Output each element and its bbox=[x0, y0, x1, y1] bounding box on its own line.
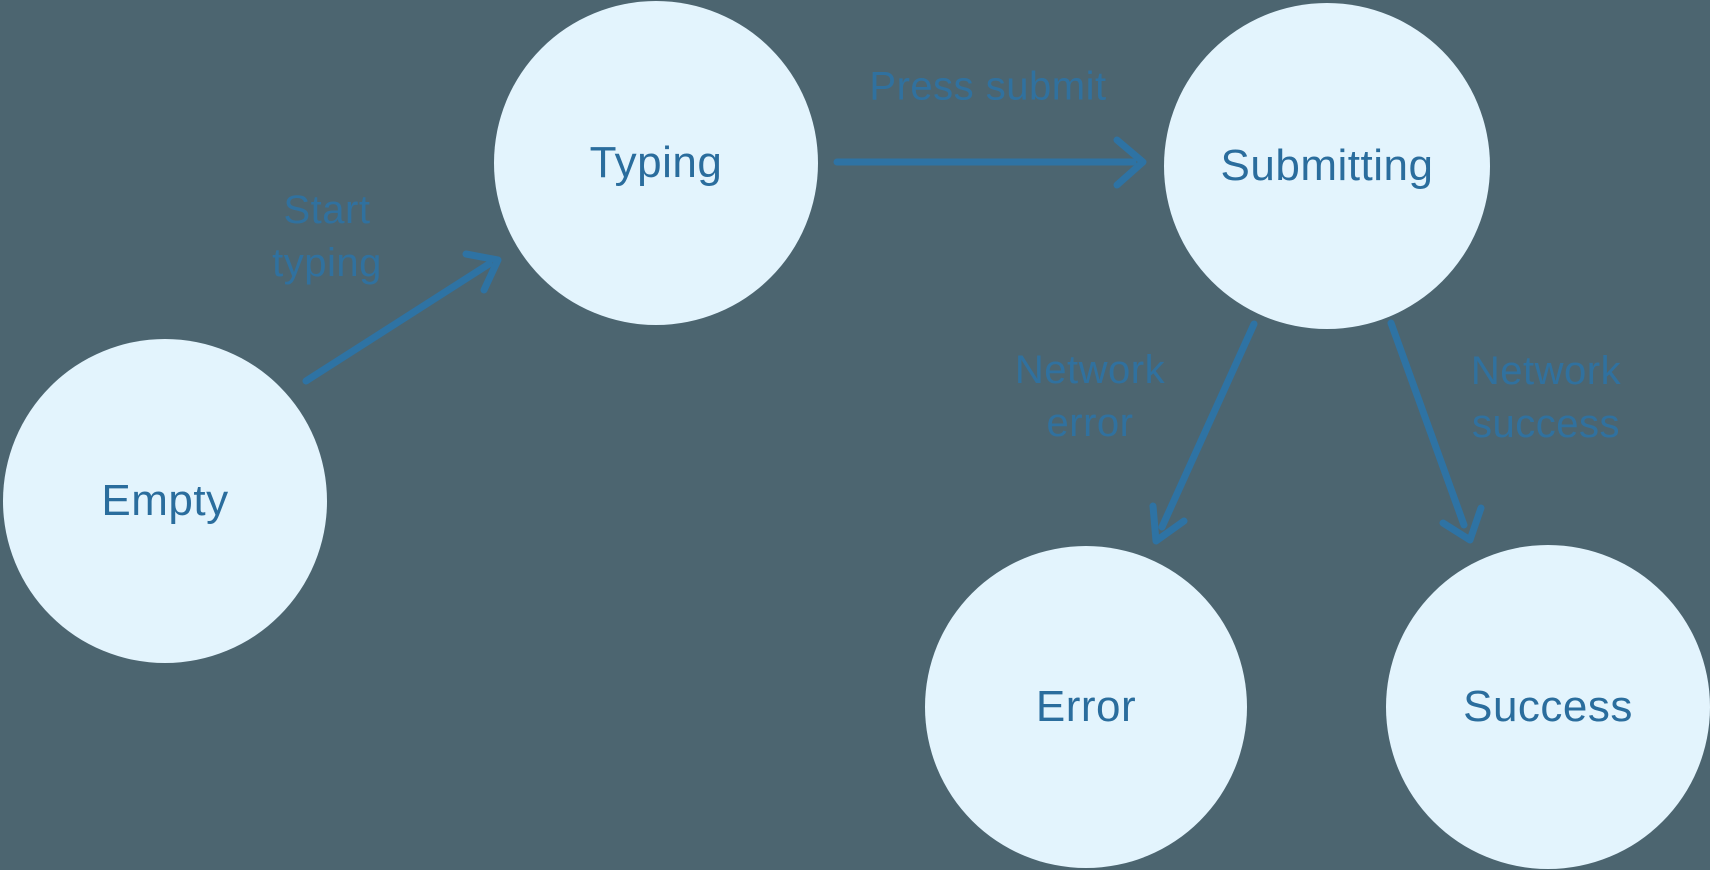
arrow-press-submit bbox=[833, 136, 1147, 189]
edge-label-network-success: Network success bbox=[1470, 349, 1622, 446]
state-node-error: Error bbox=[925, 546, 1247, 868]
edge-label-press-submit: Press submit bbox=[869, 64, 1107, 109]
edge-label-start-typing: Start typing bbox=[272, 188, 382, 285]
state-label-typing: Typing bbox=[589, 138, 723, 187]
state-node-submitting: Submitting bbox=[1164, 3, 1490, 329]
edge-label-network-error: Network error bbox=[1014, 348, 1166, 445]
state-label-success: Success bbox=[1463, 682, 1633, 731]
arrow-network-error bbox=[1149, 320, 1258, 545]
state-label-empty: Empty bbox=[101, 476, 229, 525]
arrow-network-success bbox=[1387, 319, 1485, 544]
state-node-success: Success bbox=[1386, 545, 1710, 869]
state-label-error: Error bbox=[1035, 682, 1137, 731]
state-label-submitting: Submitting bbox=[1220, 141, 1434, 190]
state-node-typing: Typing bbox=[494, 1, 818, 325]
state-node-empty: Empty bbox=[3, 339, 327, 663]
